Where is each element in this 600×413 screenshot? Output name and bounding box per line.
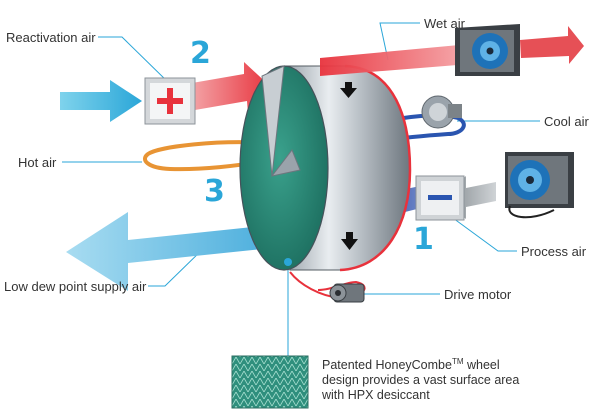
label-low-dew-point-supply-air: Low dew point supply air (4, 279, 147, 294)
step-number-3: 3 (204, 174, 225, 209)
label-hot-air: Hot air (18, 155, 57, 170)
caption-rest: design provides a vast surface area with… (322, 373, 520, 403)
leader-lines (62, 22, 540, 398)
label-wet-air: Wet air (424, 16, 465, 31)
label-process-air: Process air (521, 244, 587, 259)
wet-air-exit-arrow (520, 26, 584, 64)
caption-line1-pre: Patented HoneyCombe (322, 358, 452, 373)
step-number-2: 2 (190, 36, 211, 71)
step-number-1: 1 (413, 222, 434, 257)
honeycomb-caption: Patented HoneyCombeTM wheel design provi… (322, 354, 522, 403)
process-fan (505, 152, 574, 219)
heater-box (144, 77, 196, 125)
reactivation-inflow-arrow (60, 80, 142, 122)
cooling-coil-box (415, 175, 465, 221)
caption-trademark: TM (451, 357, 464, 366)
label-drive-motor: Drive motor (444, 287, 512, 302)
cool-air-fan (421, 95, 462, 129)
wet-air-arrow (320, 32, 494, 76)
wet-air-fan (455, 24, 520, 76)
desiccant-wheel (239, 64, 412, 272)
drive-motor-icon (329, 283, 365, 303)
supply-air-arrow (66, 212, 300, 291)
caption-line1-post: wheel (463, 358, 500, 373)
label-reactivation-air: Reactivation air (6, 30, 96, 45)
label-cool-air: Cool air (544, 114, 589, 129)
hot-air-loop (143, 140, 269, 172)
honeycomb-swatch (231, 355, 309, 409)
rotation-arrow-icons (340, 82, 358, 250)
